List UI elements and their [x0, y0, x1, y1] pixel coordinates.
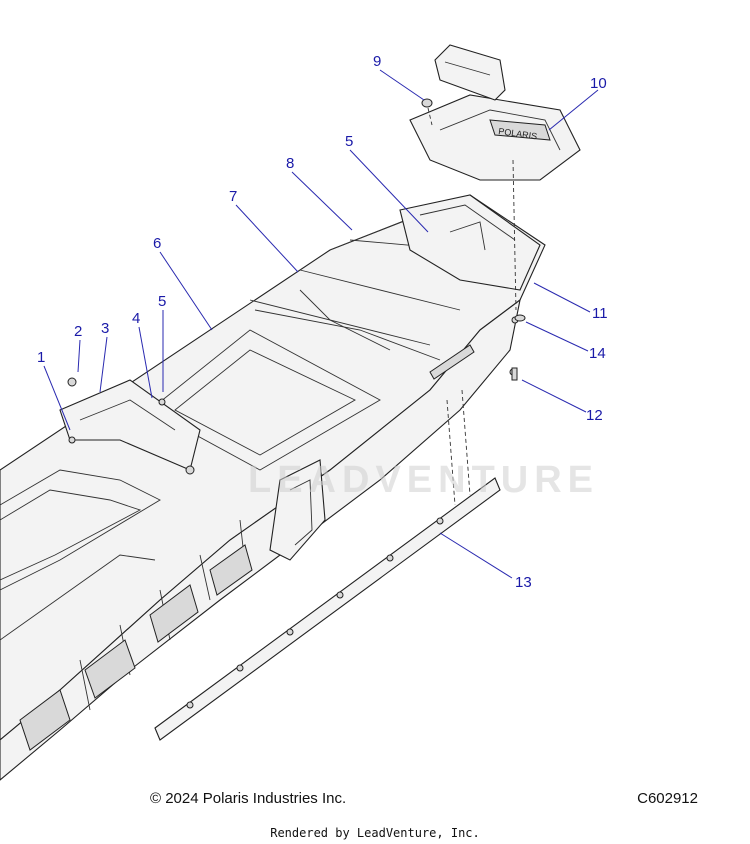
- callout-8: 8: [286, 155, 294, 172]
- bolt-12: [511, 367, 518, 381]
- callout-5-right: 5: [345, 133, 353, 150]
- washer-14: [514, 314, 526, 322]
- chassis-tunnel: [0, 194, 546, 781]
- leader-lines: [43, 69, 599, 579]
- rear-hood: POLARIS: [409, 94, 581, 181]
- callout-4: 4: [132, 310, 140, 327]
- callout-14: 14: [589, 345, 606, 362]
- rendered-by-text: Rendered by LeadVenture, Inc.: [270, 826, 480, 840]
- watermark: LEADVENTURE: [248, 459, 599, 501]
- callout-13: 13: [515, 574, 532, 591]
- callout-6: 6: [153, 235, 161, 252]
- diagram-code: C602912: [637, 790, 698, 807]
- copyright-text: © 2024 Polaris Industries Inc.: [150, 790, 347, 807]
- callout-7: 7: [229, 188, 237, 205]
- callout-3: 3: [101, 320, 109, 337]
- rub-strip: [154, 477, 501, 741]
- callout-11: 11: [592, 305, 608, 322]
- callout-12: 12: [586, 407, 603, 424]
- callout-9: 9: [373, 53, 381, 70]
- assembly-lines: [427, 107, 517, 506]
- callout-labels: 1 2 3 4 5 5 6 7 8 9 10 11 12 13 14: [37, 53, 608, 591]
- fastener-9: [421, 98, 433, 108]
- callout-2: 2: [74, 323, 82, 340]
- callout-10: 10: [590, 75, 607, 92]
- callout-5-left: 5: [158, 293, 166, 310]
- hood-top-piece: [434, 44, 506, 101]
- rear-flap-bracket: [399, 194, 541, 291]
- callout-1: 1: [37, 349, 45, 366]
